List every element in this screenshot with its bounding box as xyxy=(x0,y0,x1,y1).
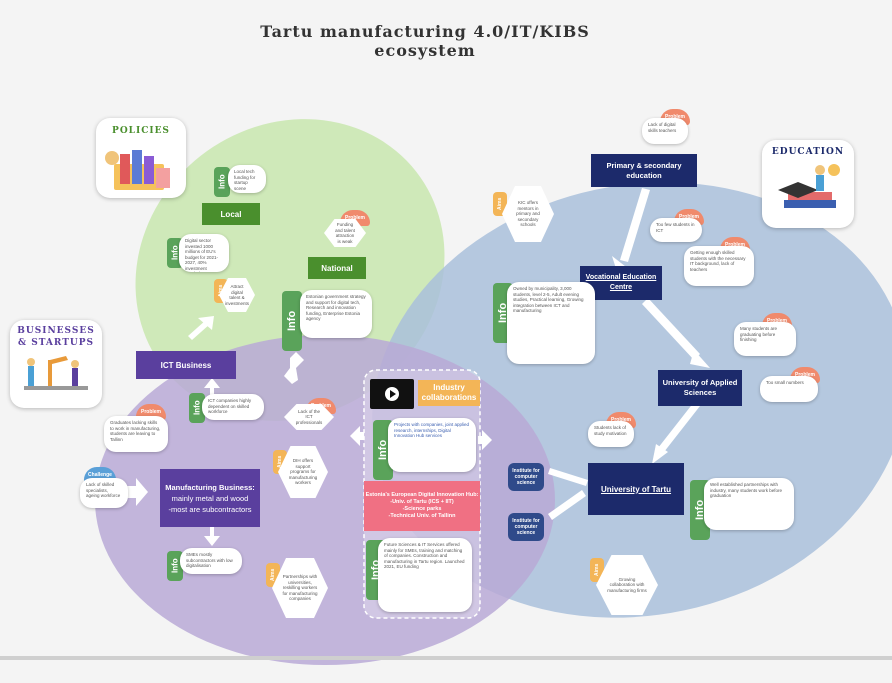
arrow-manufacturing-ict xyxy=(204,378,220,546)
manufacturing-line-2: mainly metal and wood xyxy=(171,493,249,503)
vocational-problem-card-2: Getting enough skilled students with the… xyxy=(684,246,754,286)
arrow-policy-business xyxy=(188,316,304,384)
manufacturing-info-card: SMEs mostly subcontractors with low digi… xyxy=(180,548,242,574)
manufacturing-title: Manufacturing Business: xyxy=(165,482,255,492)
footer-divider xyxy=(0,656,892,660)
industry-collab-label: Industry collaborations xyxy=(418,380,480,406)
manufacturing-line-3: -most are subcontractors xyxy=(168,504,252,514)
education-illustration-icon xyxy=(778,164,840,208)
video-thumbnail[interactable] xyxy=(370,379,414,409)
tartu-info-card: Well established partnerships with indus… xyxy=(704,478,794,530)
applied-problem-card: Many students are graduating before fini… xyxy=(734,322,796,356)
businesses-label-1: BUSINESSES xyxy=(17,326,95,336)
ict-problem-hex: Lack of the ICT professionals xyxy=(284,404,334,430)
arrow-vocational-to-applied xyxy=(642,298,710,368)
hub-line-2: -Univ. of Tartu (ICS + IIT) xyxy=(390,499,454,505)
industry-info-card: Projects with companies, joint applied r… xyxy=(388,418,476,472)
businesses-label-2: & STARTUPS xyxy=(17,338,95,348)
local-box[interactable]: Local xyxy=(202,203,260,225)
hub-line-4: -Technical Univ. of Tallinn xyxy=(388,513,456,519)
manufacturing-challenge-card: Lack of skilled specialists, ageing work… xyxy=(80,478,128,508)
primary-problem-card: Lack of digital skills teachers xyxy=(642,118,688,144)
page-title: Tartu manufacturing 4.0/IT/KIBS ecosyste… xyxy=(200,22,650,60)
hub-line-3: -Science parks xyxy=(402,506,442,512)
title-line-1: Tartu manufacturing 4.0/IT/KIBS xyxy=(260,22,590,41)
ict-info-card: ICT companies highly dependent on skille… xyxy=(202,394,264,420)
education-label: EDUCATION xyxy=(771,147,845,157)
manufacturing-aims-hex: DIH offers support programs for manufact… xyxy=(278,446,328,498)
ict-business-box[interactable]: ICT Business xyxy=(136,351,236,379)
institute-cs-box-1[interactable]: Institute for computer science xyxy=(508,463,544,491)
hub-info-card: Future Sciences & IT Services offered ma… xyxy=(378,538,472,612)
arrow-applied-to-tartu xyxy=(652,402,700,464)
manufacturing-problem-card: Graduates lacking skills to work in manu… xyxy=(104,416,168,452)
policies-label: POLICIES xyxy=(112,126,170,136)
hub-title: Estonia's European Digital Innovation Hu… xyxy=(365,492,479,498)
national-info-card: Estonian government strategy and support… xyxy=(300,290,372,338)
arrow-tartu-to-institutes xyxy=(548,468,588,520)
vocational-info-card: Owned by municipality, 3,000 students, l… xyxy=(507,282,595,364)
institute-cs-box-2[interactable]: Institute for computer science xyxy=(508,513,544,541)
primary-secondary-box[interactable]: Primary & secondary education xyxy=(591,154,697,187)
title-line-2: ecosystem xyxy=(374,41,476,60)
education-badge: EDUCATION xyxy=(762,140,854,228)
policies-illustration-icon xyxy=(105,150,170,190)
manufacturing-business-box[interactable]: Manufacturing Business: mainly metal and… xyxy=(160,469,260,527)
university-of-tartu-box[interactable]: University of Tartu xyxy=(588,463,684,515)
arrow-industry-sides xyxy=(350,426,492,450)
national-info-tag: Info xyxy=(282,291,302,351)
digital-innovation-hub-box[interactable]: Estonia's European Digital Innovation Hu… xyxy=(364,481,480,531)
play-icon xyxy=(385,387,399,401)
businesses-badge: BUSINESSES & STARTUPS xyxy=(10,320,102,408)
national-problem-hex: Funding and talent attraction is weak xyxy=(324,219,366,247)
arrow-manufacturing-in xyxy=(124,478,148,506)
tartu-problem-card: Students lack of study motivation xyxy=(588,421,634,447)
businesses-illustration-icon xyxy=(24,356,88,390)
local-info-card-2: Digital sector invested 1000 millions of… xyxy=(179,234,229,272)
local-info-card: Local tech funding for startup scene xyxy=(228,165,266,193)
policies-badge: POLICIES xyxy=(96,118,186,198)
manufacturing-aims-hex-2: Partnerships with universities, reskilli… xyxy=(272,558,328,618)
vocational-problem-card: Too few students in ICT xyxy=(650,218,702,242)
applied-sciences-box[interactable]: University of Applied Sciences xyxy=(658,370,742,406)
applied-problem-card-2: Too small numbers xyxy=(760,376,818,402)
national-box[interactable]: National xyxy=(308,257,366,279)
